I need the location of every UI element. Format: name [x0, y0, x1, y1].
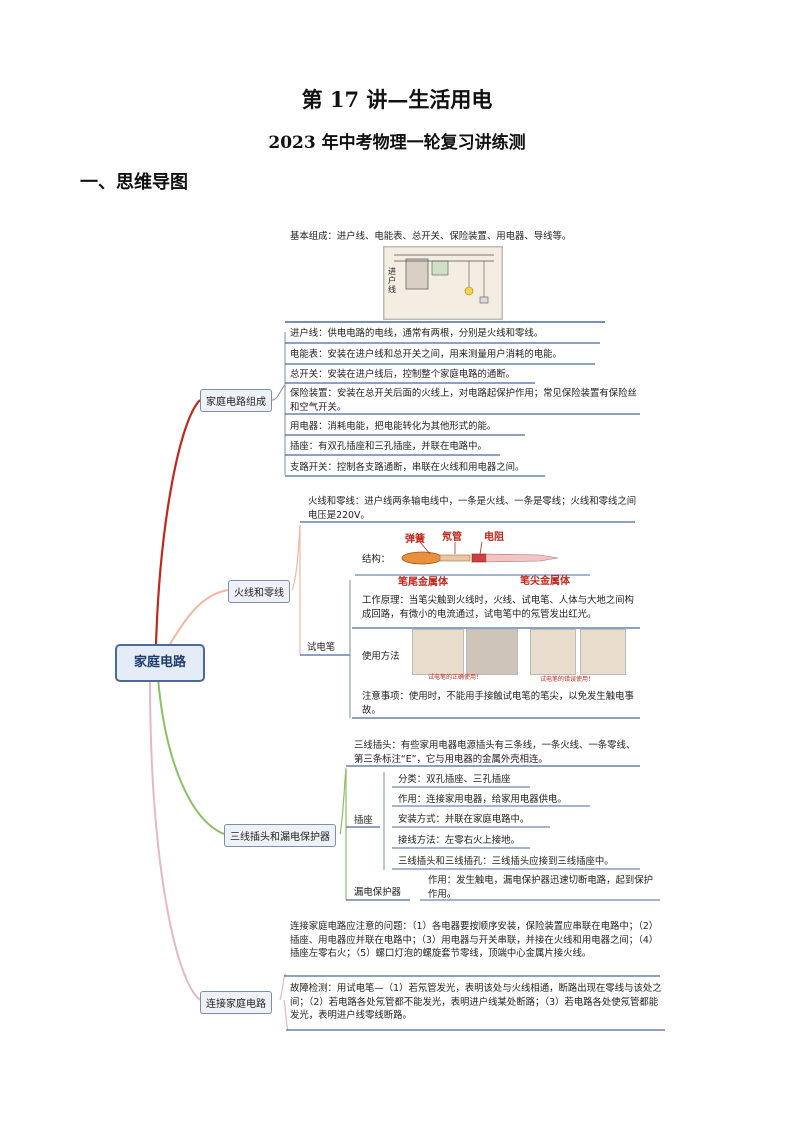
connection-notes: 连接家庭电路应注意的问题：（1）各电器要按顺序安装，保险装置应串联在电路中；（2…	[290, 921, 659, 959]
composition-intro: 基本组成：进户线、电能表、总开关、保险装置、用电器、导线等。	[290, 231, 572, 242]
branch-three-wire-plug-and-breaker: 三线插头和漏电保护器	[224, 824, 336, 847]
live-neutral-intro: 火线和零线：进户线两条输电线中，一条是火线、一条是零线；火线和零线之间电压是22…	[308, 496, 637, 521]
part-label-neon-tube: 氖管	[442, 532, 462, 543]
composition-item: 电能表：安装在进户线和总开关之间，用来测量用户消耗的电能。	[290, 349, 562, 360]
composition-item: 保险装置：安装在总开关后面的火线上，对电路起保护作用；常见保险装置有保险丝和空气…	[290, 388, 637, 413]
mindmap-root: 家庭电路	[115, 644, 205, 682]
composition-item: 进户线：供电电路的电线，通常有两根，分别是火线和零线。	[290, 328, 544, 339]
structure-label: 结构：	[362, 554, 391, 565]
composition-item: 插座：有双孔插座和三孔插座，并联在电路中。	[290, 441, 487, 452]
part-label-tail-metal: 笔尾金属体	[398, 577, 448, 588]
section-heading: 一、思维导图	[80, 172, 188, 193]
branch-household-circuit-composition: 家庭电路组成	[200, 389, 272, 412]
page-title: 第 17 讲—生活用电	[301, 87, 493, 112]
test-pen-label: 试电笔	[307, 642, 336, 653]
branch-live-and-neutral: 火线和零线	[228, 580, 290, 603]
test-pen-structure-icon	[401, 541, 559, 565]
socket-item: 接线方法：左零右火上接地。	[398, 835, 520, 846]
composition-item: 支路开关：控制各支路通断，串联在火线和用电器之间。	[290, 462, 525, 473]
circuit-diagram-image: 进户线	[383, 246, 503, 320]
usage-caption-wrong: 试电笔的错误使用！	[540, 676, 595, 683]
socket-item: 作用：连接家用电器，给家用电器供电。	[398, 794, 567, 805]
working-principle: 工作原理：当笔尖触到火线时，火线、试电笔、人体与大地之间构成回路，有微小的电流通…	[362, 595, 634, 620]
usage-label: 使用方法	[362, 651, 400, 662]
usage-photo-4	[580, 629, 626, 675]
socket-label: 插座	[354, 815, 373, 826]
fault-detection: 故障检测：用试电笔—（1）若氖管发光，表明该处与火线相通，断路出现在零线与该处之…	[290, 983, 662, 1021]
leakage-breaker-text: 作用：发生触电，漏电保护器迅速切断电路，起到保护作用。	[428, 875, 654, 900]
usage-note: 注意事项：使用时，不能用手接触试电笔的笔尖，以免发生触电事故。	[362, 691, 634, 716]
three-wire-plug-intro: 三线插头：有些家用电器电源插头有三条线，一条火线、一条零线、第三条标注“E”，它…	[354, 740, 636, 765]
socket-item: 三线插头和三线插孔：三线插头应接到三线插座中。	[398, 856, 614, 867]
usage-photo-2	[466, 629, 518, 675]
usage-photo-3	[530, 629, 576, 675]
part-label-tip-metal: 笔尖金属体	[520, 576, 570, 587]
diagram-label-entry-line: 进户线	[388, 267, 396, 294]
socket-item: 分类：双孔插座、三孔插座	[398, 774, 511, 785]
part-label-spring: 弹簧	[405, 534, 425, 545]
usage-photo-1	[412, 629, 464, 675]
leakage-breaker-label: 漏电保护器	[354, 887, 401, 898]
composition-item: 总开关：安装在进户线后，控制整个家庭电路的通断。	[290, 369, 516, 380]
branch-connecting-circuit: 连接家庭电路	[200, 991, 272, 1014]
usage-caption-correct: 试电笔的正确使用！	[428, 674, 483, 681]
page-subtitle: 2023 年中考物理一轮复习讲练测	[268, 133, 526, 153]
socket-item: 安装方式：并联在家庭电路中。	[398, 814, 530, 825]
composition-item: 用电器：消耗电能，把电能转化为其他形式的能。	[290, 421, 497, 432]
part-label-resistor: 电阻	[484, 532, 504, 543]
circuit-diagram-icon	[383, 246, 503, 320]
